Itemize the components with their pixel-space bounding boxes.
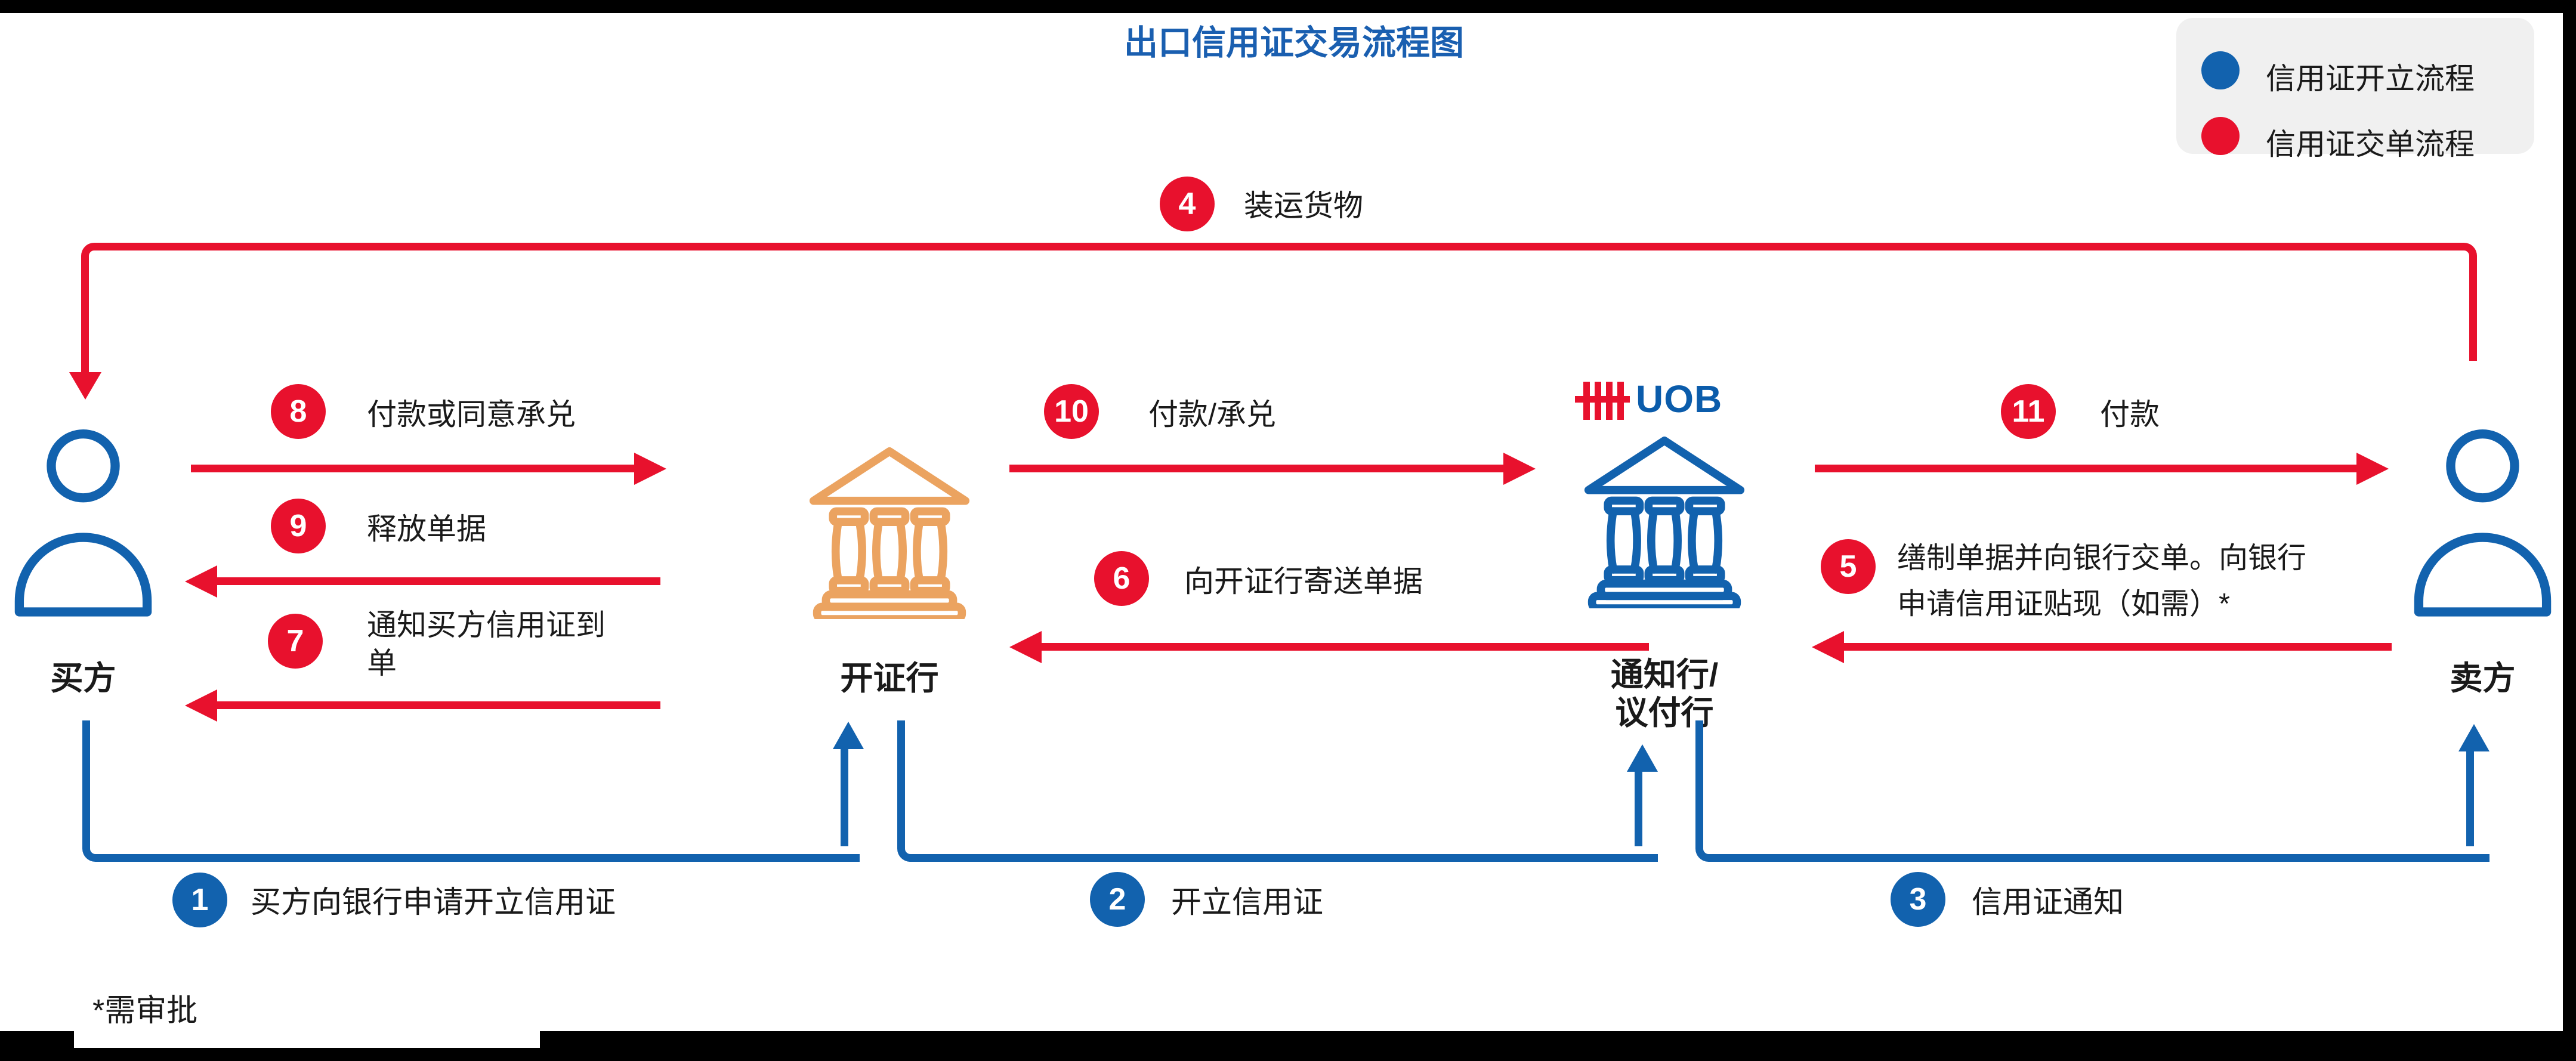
step4-badge: 4	[1160, 177, 1215, 231]
step9-arrow-line	[216, 577, 660, 585]
legend-open-flow-dot-icon	[2201, 51, 2240, 89]
step11-arrowhead-right-icon	[2356, 453, 2389, 485]
step10-label: 付款/承兑	[1148, 398, 1276, 431]
step1-arrow-rise	[841, 748, 848, 846]
step6-badge: 6	[1094, 551, 1149, 606]
issuing-bank-icon	[809, 447, 970, 619]
step11-label: 付款	[2100, 398, 2160, 431]
frame-top-bar	[0, 0, 2576, 13]
step11-arrow-line	[1815, 465, 2358, 472]
frame-bottom-left-block	[0, 1031, 74, 1061]
step3-arrow-path	[1695, 720, 2489, 862]
step2-arrow-path	[897, 720, 1658, 862]
step5-label: 缮制单据并向银行交单。向银行申请信用证贴现（如需）*	[1897, 542, 2307, 620]
uob-logo-text: UOB	[1636, 378, 1723, 420]
step4-label: 装运货物	[1244, 189, 1363, 222]
frame-bottom-right-block	[540, 1031, 2576, 1061]
legend: 信用证开立流程 信用证交单流程	[2176, 18, 2534, 161]
step7-label: 通知买方信用证到单	[367, 608, 606, 680]
step4-arrowhead-down-icon	[69, 372, 101, 400]
legend-docs-flow-dot-icon	[2201, 117, 2240, 155]
step4-arrow-path	[81, 243, 2477, 361]
step7-arrow-line	[216, 701, 660, 709]
step6-arrow-line	[1040, 643, 1649, 651]
step6-arrowhead-left-icon	[1009, 631, 1042, 663]
step9-badge: 9	[271, 499, 326, 553]
step2-arrow-rise	[1635, 771, 1642, 846]
step1-badge: 1	[172, 873, 227, 927]
step10-badge: 10	[1044, 384, 1099, 439]
issuing-bank-label: 开证行	[840, 660, 939, 697]
step1-arrow-path	[82, 720, 860, 862]
frame-right-bar	[2563, 0, 2576, 1061]
legend-docs-flow-label: 信用证交单流程	[2266, 128, 2475, 161]
step1-arrowhead-up-icon	[833, 722, 864, 749]
step6-label: 向开证行寄送单据	[1184, 565, 1423, 598]
step10-arrowhead-right-icon	[1503, 453, 1536, 485]
buyer-person-icon	[14, 429, 152, 617]
step7-badge: 7	[268, 614, 323, 669]
step2-label: 开立信用证	[1171, 885, 1324, 919]
legend-open-flow-label: 信用证开立流程	[2266, 62, 2475, 95]
step9-label: 释放单据	[367, 512, 486, 546]
step7-arrowhead-left-icon	[185, 689, 217, 722]
step10-arrow-line	[1009, 465, 1505, 472]
page-title: 出口信用证交易流程图	[1124, 24, 1464, 62]
step11-badge: 11	[2001, 384, 2056, 439]
uob-logo-mark-icon	[1575, 382, 1630, 420]
step2-arrowhead-up-icon	[1627, 744, 1658, 772]
step2-badge: 2	[1090, 872, 1145, 927]
advising-bank-icon	[1584, 436, 1745, 608]
step8-arrow-line	[191, 465, 635, 472]
step3-arrow-rise	[2466, 750, 2474, 846]
advising-bank-label-line1: 通知行/	[1610, 656, 1719, 693]
step5-badge: 5	[1821, 539, 1876, 594]
step4-arrow-left-drop	[81, 334, 89, 373]
step3-badge: 3	[1891, 872, 1945, 927]
step3-label: 信用证通知	[1972, 885, 2124, 919]
step5-arrowhead-left-icon	[1812, 631, 1844, 663]
seller-label: 卖方	[2450, 660, 2516, 697]
step5-arrow-line	[1843, 643, 2392, 651]
footnote: *需审批	[92, 994, 198, 1028]
step8-arrowhead-right-icon	[634, 453, 666, 485]
step9-arrowhead-left-icon	[185, 565, 217, 598]
seller-person-icon	[2414, 429, 2552, 617]
step1-label: 买方向银行申请开立信用证	[251, 885, 616, 919]
buyer-label: 买方	[50, 660, 116, 697]
step3-arrowhead-up-icon	[2458, 724, 2489, 751]
step8-label: 付款或同意承兑	[367, 398, 576, 431]
step8-badge: 8	[271, 384, 326, 439]
